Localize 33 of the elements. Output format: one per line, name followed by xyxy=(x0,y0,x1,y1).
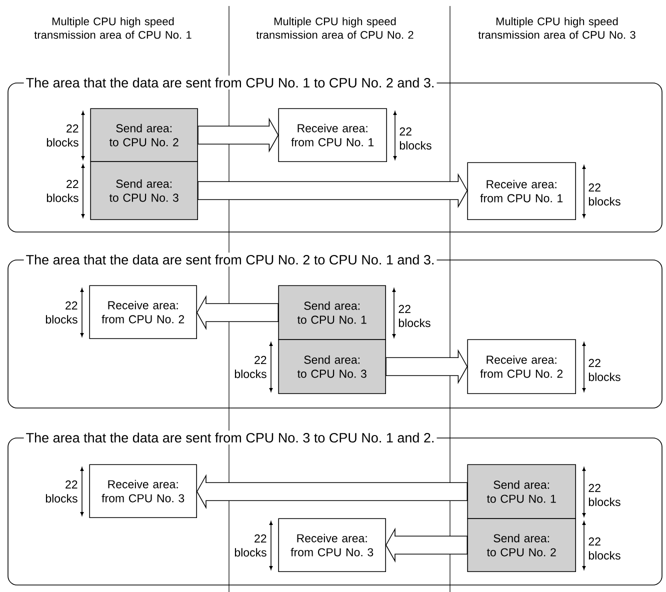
block-arrow xyxy=(196,295,279,330)
send-area-box: Send area: to CPU No. 3 xyxy=(278,339,386,394)
block-count: 22 blocks xyxy=(46,480,78,503)
block-count: 22 blocks xyxy=(46,124,78,147)
block-arrow xyxy=(386,349,468,384)
block-count: 22 blocks xyxy=(588,537,620,560)
block-count: 22 blocks xyxy=(400,127,432,150)
send-area-box: Send area: to CPU No. 1 xyxy=(467,464,576,519)
block-count: 22 blocks xyxy=(234,534,266,557)
block-count: 22 blocks xyxy=(588,358,620,382)
send-area-box: Send area: to CPU No. 2 xyxy=(467,518,576,572)
block-count: 22 blocks xyxy=(588,484,620,506)
receive-area-box: Receive area: from CPU No. 3 xyxy=(278,518,386,572)
block-arrow xyxy=(198,173,468,208)
block-count: 22 blocks xyxy=(234,356,266,378)
column-header: Multiple CPU high speed transmission area of CPU No. 3 xyxy=(478,17,636,39)
column-header: Multiple CPU high speed transmission area of CPU No. 2 xyxy=(256,17,414,39)
block-count: 22 blocks xyxy=(46,301,78,324)
send-area-box: Send area: to CPU No. 3 xyxy=(90,161,198,220)
block-arrow xyxy=(386,528,468,563)
receive-area-box: Receive area: from CPU No. 1 xyxy=(467,162,576,220)
block-arrow xyxy=(198,118,279,153)
block-count: 22 blocks xyxy=(588,183,620,206)
receive-area-box: Receive area: from CPU No. 1 xyxy=(278,108,387,162)
block-count: 22 blocks xyxy=(398,304,430,328)
send-area-box: Send area: to CPU No. 1 xyxy=(278,285,386,340)
block-arrow xyxy=(196,474,468,510)
block-count: 22 blocks xyxy=(46,180,78,202)
column-header: Multiple CPU high speed transmission area of CPU No. 1 xyxy=(34,17,192,39)
receive-area-box: Receive area: from CPU No. 2 xyxy=(467,339,576,394)
receive-area-box: Receive area: from CPU No. 3 xyxy=(89,464,197,518)
send-area-box: Send area: to CPU No. 2 xyxy=(90,108,198,162)
receive-area-box: Receive area: from CPU No. 2 xyxy=(89,285,197,339)
